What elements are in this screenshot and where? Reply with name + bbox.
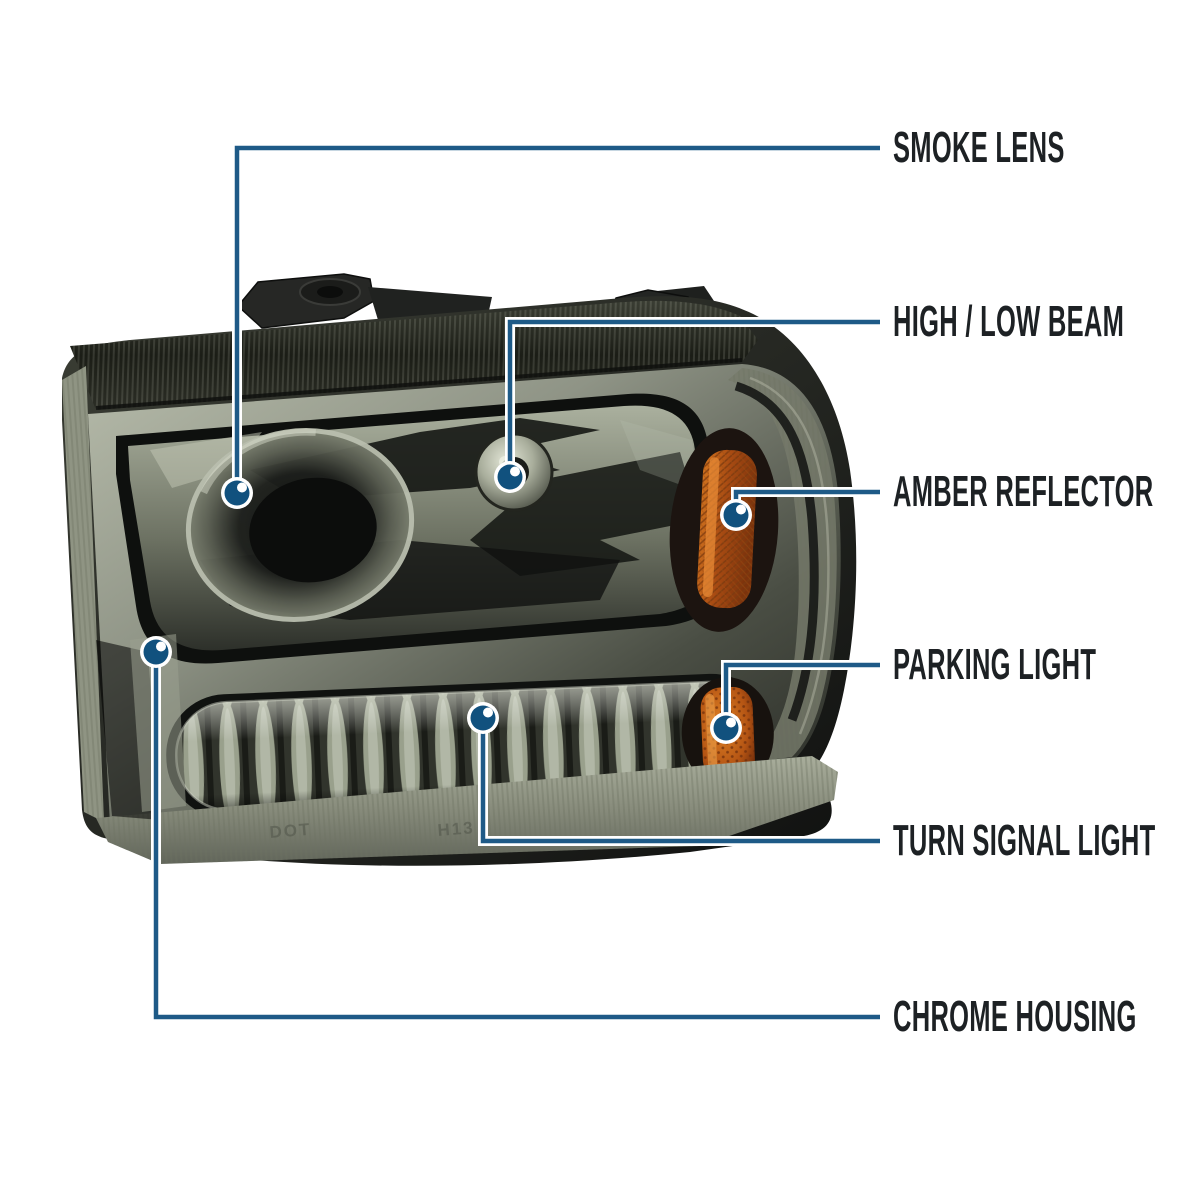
callout-dot-icon-amber-reflector — [720, 499, 752, 531]
callout-dots — [140, 461, 752, 744]
callout-label-amber-reflector: AMBER REFLECTOR — [893, 467, 1200, 516]
callout-line-chrome-housing — [153, 652, 880, 1020]
callout-label-smoke-lens: SMOKE LENS — [893, 123, 1189, 172]
callout-dot-icon-smoke-lens — [221, 477, 253, 509]
callout-label-parking-light: PARKING LIGHT — [893, 640, 1200, 689]
callout-line-smoke-lens — [234, 145, 880, 493]
callout-label-text: TURN SIGNAL LIGHT — [893, 816, 1156, 865]
left-edge-band — [62, 366, 104, 822]
callout-label-text: SMOKE LENS — [893, 123, 1065, 172]
bulb-stamp-marking: H13 — [437, 818, 476, 840]
callout-label-high-low-beam: HIGH / LOW BEAM — [893, 297, 1200, 346]
dot-stamp-marking: DOT — [269, 820, 312, 842]
callout-label-text: PARKING LIGHT — [893, 640, 1097, 689]
callout-dot-icon-parking-light — [710, 712, 742, 744]
callout-line-parking-light — [723, 662, 880, 728]
callout-label-text: AMBER REFLECTOR — [893, 467, 1154, 516]
callout-dot-icon-turn-signal-light — [467, 702, 499, 734]
projector-reflector — [185, 428, 415, 622]
callout-dot-icon-high-low-beam — [494, 461, 526, 493]
callout-label-chrome-housing: CHROME HOUSING — [893, 992, 1200, 1041]
callout-line-turn-signal-light — [480, 718, 880, 844]
headlight-photo: DOT H13 — [62, 273, 857, 866]
callout-dot-icon-chrome-housing — [140, 636, 172, 668]
callout-line-high-low-beam — [507, 319, 880, 477]
callout-label-text: CHROME HOUSING — [893, 992, 1137, 1041]
callout-label-text: HIGH / LOW BEAM — [893, 297, 1125, 346]
callout-label-turn-signal-light: TURN SIGNAL LIGHT — [893, 816, 1200, 865]
callout-lines — [151, 143, 880, 1022]
